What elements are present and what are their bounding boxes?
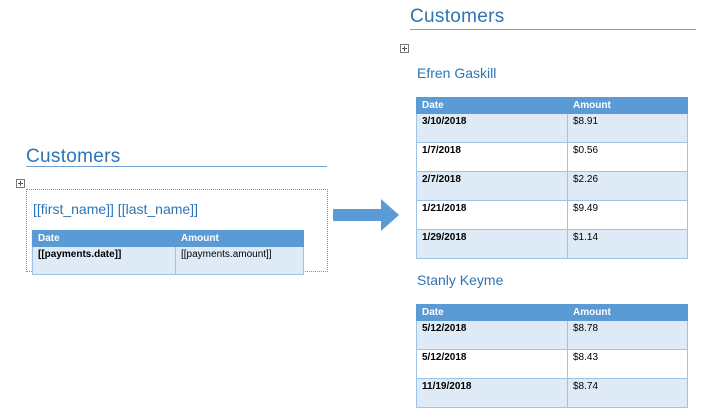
template-name-line: [[first_name]] [[last_name]]: [33, 201, 198, 217]
template-table-header: Date Amount: [32, 230, 304, 247]
col-date: Date: [416, 304, 568, 321]
date-cell: 2/7/2018: [416, 171, 568, 201]
col-date: Date: [416, 97, 568, 114]
amount-cell: $8.74: [567, 378, 688, 408]
table-row: 5/12/2018 $8.78: [416, 320, 688, 350]
template-amount-cell: [[payments.amount]]: [175, 246, 304, 275]
table-move-handle-icon[interactable]: [16, 179, 25, 188]
date-cell: 1/7/2018: [416, 142, 568, 172]
amount-cell: $8.43: [567, 349, 688, 379]
payments-table-header: Date Amount: [416, 304, 688, 321]
customer-name: Efren Gaskill: [417, 65, 497, 81]
template-date-cell: [[payments.date]]: [32, 246, 176, 275]
template-col-date: Date: [32, 230, 176, 247]
amount-cell: $8.91: [567, 113, 688, 143]
col-amount: Amount: [567, 97, 688, 114]
amount-cell: $0.56: [567, 142, 688, 172]
result-heading-rule: [410, 29, 696, 30]
template-heading-rule: [26, 166, 327, 167]
table-row: 1/21/2018 $9.49: [416, 200, 688, 230]
customer-payments-table: Date Amount 5/12/2018 $8.78 5/12/2018 $8…: [416, 304, 688, 408]
date-cell: 5/12/2018: [416, 349, 568, 379]
customer-name: Stanly Keyme: [417, 272, 504, 288]
col-amount: Amount: [567, 304, 688, 321]
date-cell: 5/12/2018: [416, 320, 568, 350]
right-arrow-icon: [333, 199, 399, 231]
template-heading: Customers: [26, 146, 121, 167]
template-col-amount: Amount: [175, 230, 304, 247]
date-cell: 1/29/2018: [416, 229, 568, 259]
template-table-row: [[payments.date]] [[payments.amount]]: [32, 246, 304, 275]
table-row: 2/7/2018 $2.26: [416, 171, 688, 201]
table-row: 11/19/2018 $8.74: [416, 378, 688, 408]
table-row: 5/12/2018 $8.43: [416, 349, 688, 379]
table-row: 3/10/2018 $8.91: [416, 113, 688, 143]
customer-payments-table: Date Amount 3/10/2018 $8.91 1/7/2018 $0.…: [416, 97, 688, 259]
table-row: 1/29/2018 $1.14: [416, 229, 688, 259]
amount-cell: $2.26: [567, 171, 688, 201]
amount-cell: $8.78: [567, 320, 688, 350]
table-move-handle-icon[interactable]: [400, 44, 409, 53]
payments-table-header: Date Amount: [416, 97, 688, 114]
date-cell: 11/19/2018: [416, 378, 568, 408]
template-table: Date Amount [[payments.date]] [[payments…: [32, 230, 304, 275]
date-cell: 1/21/2018: [416, 200, 568, 230]
amount-cell: $9.49: [567, 200, 688, 230]
date-cell: 3/10/2018: [416, 113, 568, 143]
result-heading: Customers: [410, 6, 505, 27]
table-row: 1/7/2018 $0.56: [416, 142, 688, 172]
amount-cell: $1.14: [567, 229, 688, 259]
